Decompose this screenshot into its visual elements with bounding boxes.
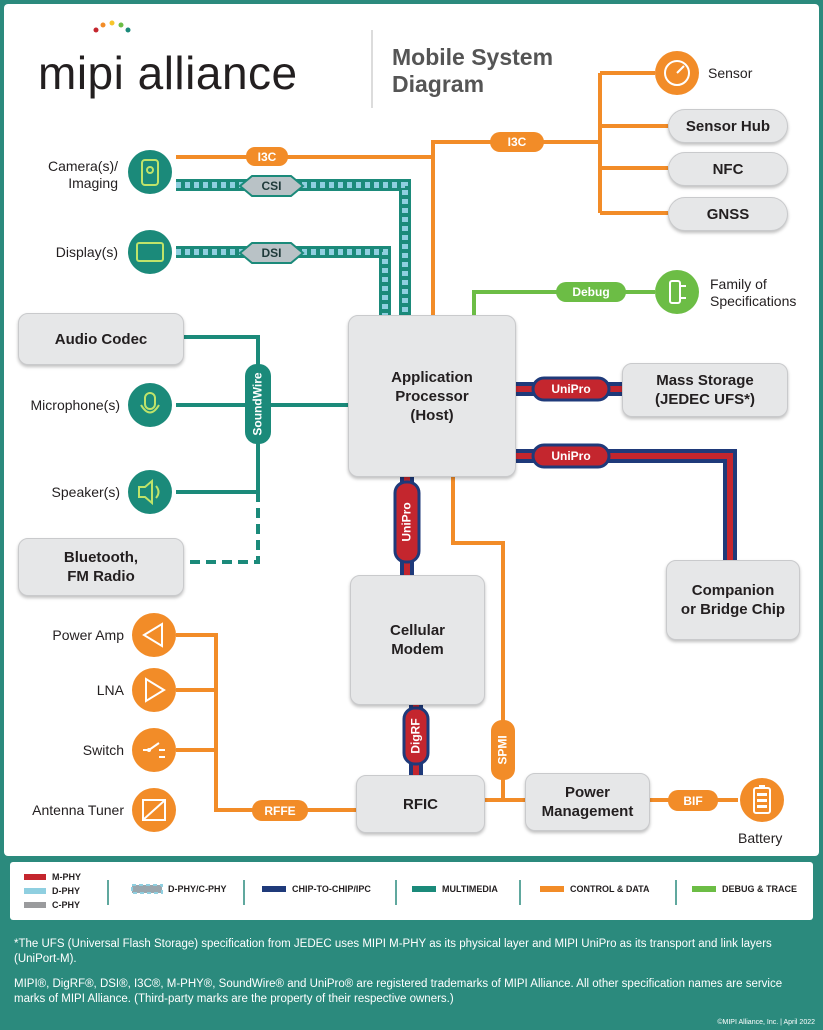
i3c-sensor-branch [431,140,600,157]
switch-icon [132,728,176,772]
legend-dphy: D-PHY [52,886,81,896]
audio-codec-box: Audio Codec [18,313,184,365]
csi-tag: CSI [261,179,282,193]
bif-tag: BIF [683,793,703,808]
battery-icon [740,778,784,822]
gnss-box: GNSS [668,197,788,231]
dsi-tag: DSI [261,246,282,260]
antenna-tuner-label: Antenna Tuner [32,802,124,818]
family-label: Family of Specifications [710,276,797,309]
legend-control: CONTROL & DATA [570,884,650,894]
bluetooth-fm-box: Bluetooth, FM Radio [18,538,184,596]
camera-icon [128,150,172,194]
sensor-label: Sensor [708,65,753,81]
speaker-label: Speaker(s) [51,484,120,500]
triangle-right-icon [132,668,176,712]
display-label: Display(s) [55,244,118,260]
legend-mphy: M-PHY [52,872,81,882]
legend-debug: DEBUG & TRACE [722,884,798,894]
microphone-label: Microphone(s) [30,397,120,413]
unipro-companion-tag: UniPro [551,449,591,463]
legend-dcphy: D-PHY/C-PHY [168,884,227,894]
sensor-hub-box: Sensor Hub [668,109,788,143]
rffe-tag: RFFE [264,803,296,818]
bluetooth-dashed-link [180,492,260,564]
unipro-storage-tag: UniPro [551,382,591,396]
rfic-box: RFIC [356,775,485,833]
switch-label: Switch [82,742,124,758]
power-management-box: Power Management [525,773,650,831]
page-title: Mobile System Diagram [392,44,554,97]
plug-icon [655,270,699,314]
companion-chip-box: Companion or Bridge Chip [666,560,800,640]
tuner-icon [132,788,176,832]
cellular-modem-box: Cellular Modem [350,575,485,705]
mipi-alliance-logo: mipi alliance [38,47,298,99]
i3c-sensors-tag: I3C [507,135,527,149]
footnote-ufs: *The UFS (Universal Flash Storage) speci… [14,938,772,965]
power-amp-label: Power Amp [52,627,124,643]
mass-storage-box: Mass Storage (JEDEC UFS*) [622,363,788,417]
lna-label: LNA [96,682,124,698]
i3c-camera-tag: I3C [257,149,277,164]
icons [128,51,784,832]
legend-multimedia: MULTIMEDIA [442,884,498,894]
legend-cphy: C-PHY [52,900,81,910]
application-processor-box: Application Processor (Host) [348,315,516,477]
camera-label: Camera(s)/ Imaging [47,158,118,191]
triangle-left-icon [132,613,176,657]
debug-tag: Debug [572,285,610,299]
tag-shapes [238,132,718,821]
display-icon [128,230,172,274]
footnote-trademark: MIPI®, DigRF®, DSI®, I3C®, M-PHY®, Sound… [14,978,783,1005]
nfc-box: NFC [668,152,788,186]
gauge-icon [655,51,699,95]
microphone-icon [128,383,172,427]
copyright: ©MIPI Alliance, Inc. | April 2022 [717,1019,815,1026]
battery-label: Battery [738,830,783,846]
legend-c2c: CHIP-TO-CHIP/IPC [292,884,371,894]
speaker-icon [128,470,172,514]
